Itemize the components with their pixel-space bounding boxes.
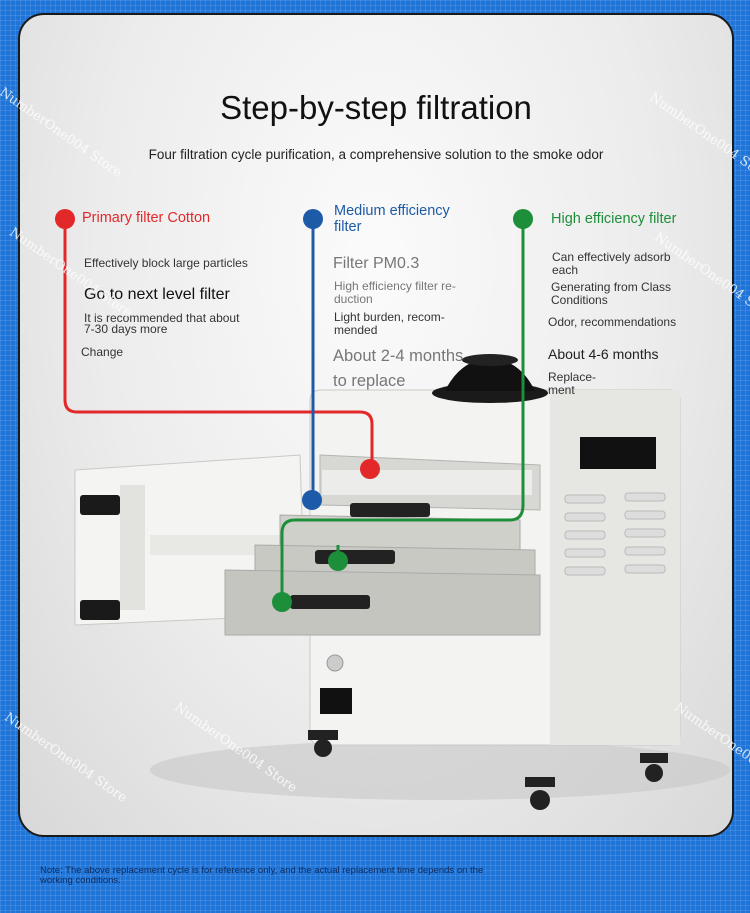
product-card: Step-by-step filtration Four filtration … [18,13,734,837]
medium-line-2b: duction [334,292,373,306]
high-line-3: Odor, recommendations [548,315,677,329]
medium-line-2a: High efficiency filter re- [334,279,456,293]
high-heading: High efficiency filter [551,211,677,227]
footnote-line-1: Note: The above replacement cycle is for… [40,865,484,876]
footnote-line-2: working conditions. [40,875,121,886]
primary-line-1: Effectively block large particles [84,256,248,270]
medium-filter-dot [302,490,322,510]
medium-heading-a: Medium efficiency [334,203,450,219]
medium-line-4b: to replace [333,372,406,390]
primary-line-4: Change [81,345,124,359]
high-line-5b: ment [548,383,575,397]
high-filter-dot-1 [328,551,348,571]
primary-heading: Primary filter Cotton [82,210,211,226]
medium-line-4a: About 2-4 months [333,347,464,365]
high-line-4: About 4-6 months [548,346,659,362]
page-subtitle: Four filtration cycle purification, a co… [148,147,604,162]
high-line-1a: Can effectively adsorb [552,250,671,264]
high-filter-dot-2 [272,592,292,612]
medium-line-3b: mended [334,323,378,337]
primary-line-3a: It is recommended that about [84,311,240,325]
footnote: Note: The above replacement cycle is for… [40,866,560,886]
primary-line-3b: 7-30 days more [84,322,168,336]
medium-line-1: Filter PM0.3 [333,255,420,272]
medium-marker-dot [303,209,323,229]
high-line-2a: Generating from Class [551,280,672,294]
high-marker-dot [513,209,533,229]
high-line-2b: Conditions [551,293,608,307]
air-purifier-illustration [63,220,730,810]
primary-line-2: Go to next level filter [84,286,230,303]
page-title: Step-by-step filtration [220,89,532,126]
primary-marker-dot [55,209,75,229]
medium-heading-b: filter [334,219,362,235]
high-line-1b: each [552,263,579,277]
medium-line-3a: Light burden, recom- [334,310,445,324]
primary-filter-dot [360,459,380,479]
high-line-5a: Replace- [548,370,597,384]
